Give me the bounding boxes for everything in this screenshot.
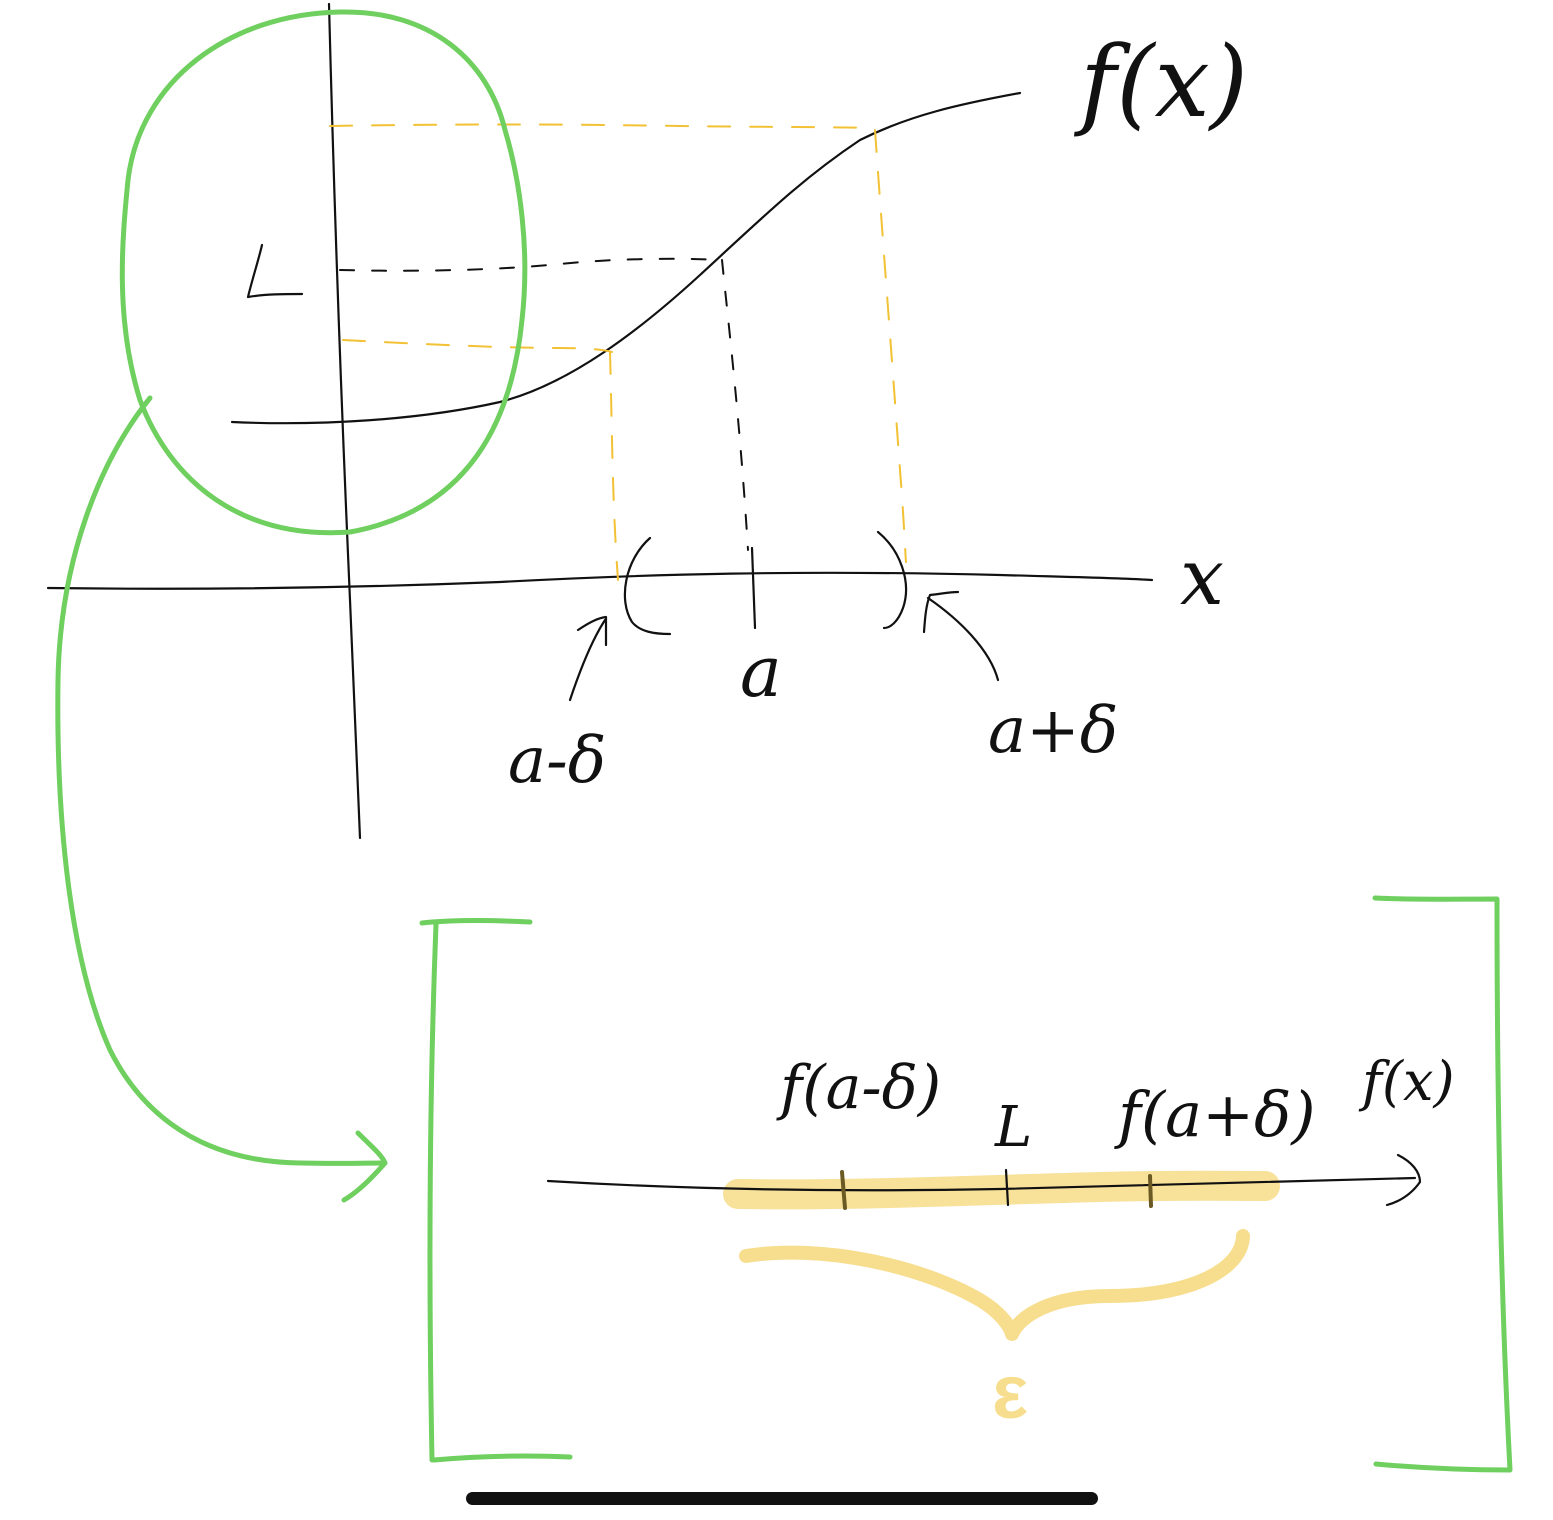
line-limit-label: L	[994, 1095, 1032, 1160]
line-axis-label: f(x)	[1358, 1050, 1455, 1113]
left-paren	[623, 536, 672, 636]
point-a-label: a	[740, 631, 782, 713]
a-tick	[750, 546, 757, 630]
tick-f-a-plus-delta	[1148, 1174, 1153, 1208]
left-arrow	[568, 615, 608, 702]
f-axis-arrowhead	[1385, 1153, 1422, 1207]
a-minus-delta-label: a-δ	[508, 724, 606, 798]
upper-yellow-dash	[329, 123, 876, 129]
left-yellow-dash	[609, 351, 619, 581]
magnifier	[55, 9, 1513, 1473]
right-yellow-dash	[874, 129, 907, 563]
y-axis	[327, 2, 362, 840]
f-axis-line	[546, 1176, 1417, 1192]
top-graph: L f(x) x a a-δ a+δ	[46, 2, 1248, 840]
a-plus-delta-label: a+δ	[988, 694, 1118, 768]
x-axis-label: x	[1180, 533, 1224, 623]
right-paren	[876, 530, 908, 630]
x-axis	[46, 571, 1154, 590]
function-label: f(x)	[1073, 26, 1248, 140]
limit-label: L	[235, 297, 237, 299]
function-curve	[230, 91, 1022, 425]
zoomed-line: f(a-δ) L f(a+δ) f(x) ε	[546, 1050, 1455, 1435]
epsilon-label: ε	[992, 1350, 1028, 1435]
f-a-plus-delta-label: f(a+δ)	[1114, 1078, 1316, 1151]
right-bracket	[1372, 895, 1513, 1473]
f-a-minus-delta-label: f(a-δ)	[776, 1053, 941, 1123]
home-indicator-bar[interactable]	[466, 1492, 1098, 1505]
magnifier-arrow-head	[341, 1130, 388, 1203]
tick-f-a-minus-delta	[840, 1170, 847, 1210]
epsilon-brace	[739, 1229, 1250, 1341]
limit-mark	[246, 243, 304, 299]
magnifier-circle	[119, 9, 528, 536]
right-arrow	[922, 590, 1000, 682]
a-dashed-line	[721, 259, 749, 551]
tick-limit	[1004, 1168, 1010, 1207]
lower-yellow-dash	[342, 339, 613, 353]
left-bracket	[419, 918, 573, 1463]
limit-dashed-line	[339, 257, 723, 272]
magnifier-arrow-path	[55, 395, 388, 1166]
